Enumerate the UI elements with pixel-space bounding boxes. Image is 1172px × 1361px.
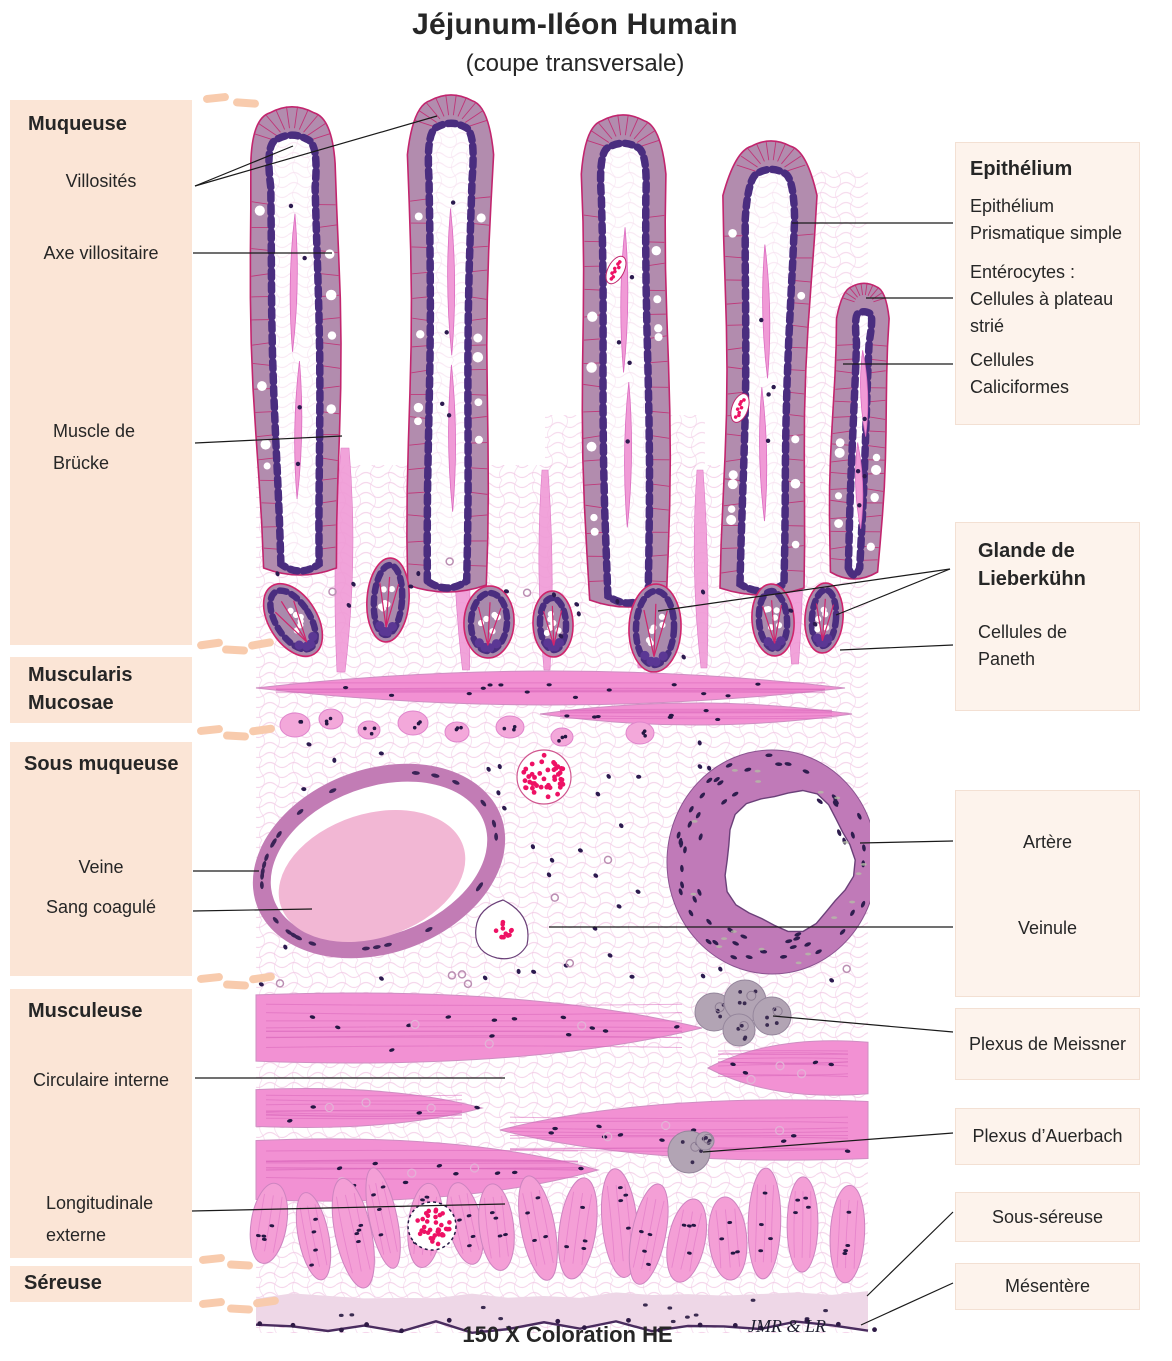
label-muqueuse: Muqueuse bbox=[28, 113, 127, 135]
label-epithelium-prismatique: Epithélium Prismatique simple bbox=[970, 196, 1123, 243]
box-plexus-auerbach: Plexus d’Auerbach bbox=[955, 1108, 1140, 1165]
gland bbox=[751, 583, 795, 657]
box-plexus-meissner: Plexus de Meissner bbox=[955, 1008, 1140, 1080]
villus bbox=[406, 94, 495, 593]
box-musculeuse: Musculeuse Circulaire interne Longitudin… bbox=[10, 989, 192, 1258]
box-muscularis-mucosae: Muscularis Mucosae bbox=[10, 657, 192, 723]
label-veinule: Veinule bbox=[1017, 918, 1078, 938]
label-circulaire-interne: Circulaire interne bbox=[32, 1070, 170, 1090]
villi-group bbox=[249, 94, 890, 608]
villus bbox=[580, 114, 672, 608]
villus bbox=[719, 140, 818, 596]
gland bbox=[804, 582, 844, 654]
capillary-rbc-2 bbox=[407, 1201, 457, 1251]
tear-dashes bbox=[197, 93, 279, 1314]
box-muqueuse: Muqueuse Villosités Axe villositaire Mus… bbox=[10, 100, 192, 645]
label-sous-muqueuse: Sous muqueuse bbox=[24, 753, 179, 775]
villus bbox=[828, 282, 890, 580]
muscularis-mucosae bbox=[255, 670, 853, 747]
label-villosites: Villosités bbox=[65, 171, 137, 191]
box-vaisseaux: Artère Veinule bbox=[955, 790, 1140, 997]
artery bbox=[666, 735, 970, 1000]
authors-signature: JMR & LR bbox=[748, 1316, 826, 1336]
gland bbox=[463, 585, 515, 659]
box-sous-sereuse: Sous-séreuse bbox=[955, 1192, 1140, 1242]
label-cellules-caliciformes: Cellules Caliciformes bbox=[970, 350, 1070, 397]
label-axe-villositaire: Axe villositaire bbox=[43, 243, 159, 263]
magnification-caption: 150 X Coloration HE bbox=[462, 1322, 673, 1347]
label-sang-coagule: Sang coagulé bbox=[45, 897, 157, 917]
label-sous-sereuse: Sous-séreuse bbox=[991, 1206, 1104, 1227]
page-title: Jéjunum-Iléon Humain bbox=[412, 8, 738, 41]
label-epithelium: Epithélium bbox=[970, 158, 1073, 180]
pointer-lines bbox=[191, 115, 954, 1326]
scattered-nuclei bbox=[258, 557, 851, 989]
capillary-rbc bbox=[516, 749, 572, 805]
label-glande-lieberkuhn: Glande de Lieberkühn bbox=[978, 540, 1086, 590]
label-plexus-auerbach: Plexus d’Auerbach bbox=[972, 1126, 1123, 1146]
meissner-plexus bbox=[694, 979, 792, 1047]
box-sous-muqueuse: Sous muqueuse Veine Sang coagulé bbox=[10, 742, 192, 976]
gland bbox=[366, 557, 410, 643]
box-mesentere: Mésentère bbox=[955, 1263, 1140, 1310]
label-longitudinale-externe: Longitudinale externe bbox=[46, 1193, 154, 1245]
lieberkuhn-glands bbox=[262, 557, 844, 673]
label-sereuse: Séreuse bbox=[24, 1272, 102, 1294]
label-cellules-paneth: Cellules de Paneth bbox=[978, 622, 1068, 669]
label-mesentere: Mésentère bbox=[1004, 1276, 1091, 1296]
box-glande-lieberkuhn: Glande de Lieberkühn Cellules de Paneth bbox=[955, 522, 1140, 711]
gland bbox=[532, 590, 574, 658]
label-plexus-meissner: Plexus de Meissner bbox=[968, 1033, 1127, 1054]
box-sereuse: Séreuse bbox=[10, 1266, 192, 1302]
gland bbox=[628, 583, 682, 673]
label-artere: Artère bbox=[1022, 832, 1073, 852]
gland bbox=[262, 582, 324, 658]
label-enterocytes: Entérocytes : Cellules à plateau strié bbox=[970, 262, 1114, 336]
box-epithelium: Epithélium Epithélium Prismatique simple… bbox=[955, 142, 1140, 425]
label-muscularis-mucosae: Muscularis Mucosae bbox=[28, 664, 133, 714]
circular-muscle bbox=[255, 992, 869, 1202]
villus-capillary bbox=[605, 255, 627, 285]
serosa bbox=[255, 1291, 877, 1335]
label-veine: Veine bbox=[78, 857, 124, 877]
villus bbox=[249, 106, 342, 576]
venule bbox=[475, 899, 529, 960]
label-musculeuse: Musculeuse bbox=[28, 1000, 143, 1022]
villus-capillary bbox=[730, 393, 750, 423]
page-subtitle: (coupe transversale) bbox=[465, 50, 685, 77]
auerbach-plexus bbox=[667, 1130, 715, 1174]
vein bbox=[252, 763, 506, 959]
label-muscle-brucke: Muscle de Brücke bbox=[53, 421, 136, 473]
